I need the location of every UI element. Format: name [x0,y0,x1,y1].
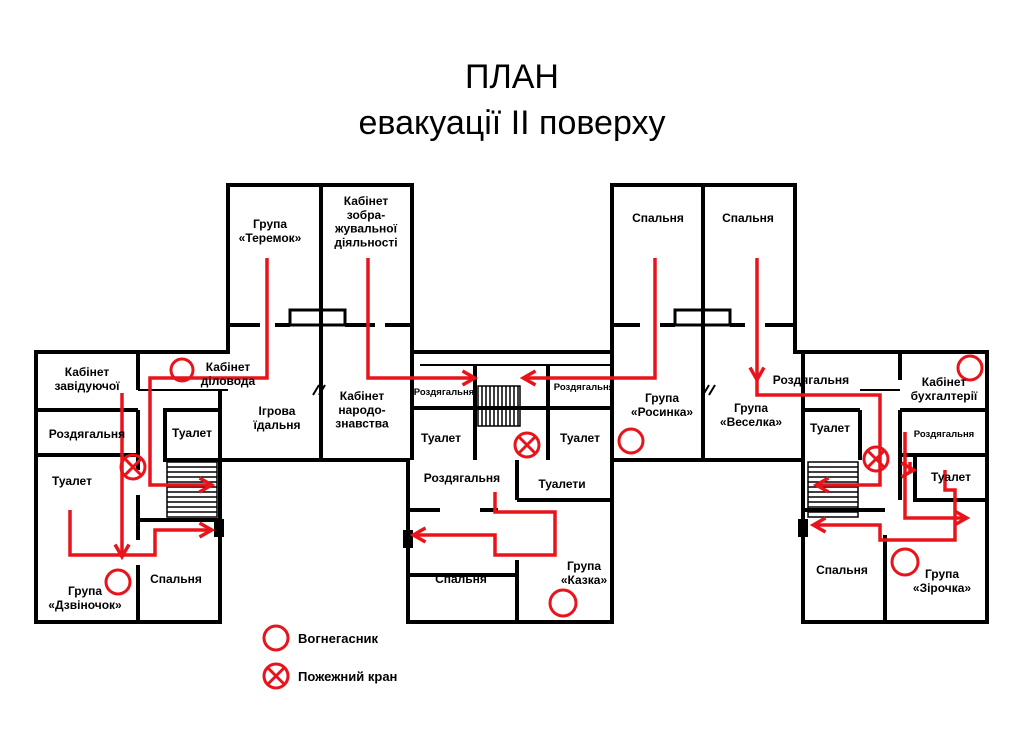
vent-box [673,308,732,327]
room-label-tualet-right-a: Туалет [810,421,850,435]
extinguisher-icon [890,547,920,577]
room-label-dzvinochok: Група«Дзвіночок» [48,584,122,612]
room-label-spalnya-top2: Спальня [722,211,774,225]
room-label-tualety: Туалети [538,477,585,491]
room-label-tualet-left-a: Туалет [172,426,212,440]
stair-flight [477,385,521,427]
extinguisher-icon [169,357,195,383]
extinguisher-icon [617,427,645,455]
evacuation-route [68,510,216,557]
door-mark [708,384,716,396]
exit-door [214,519,224,537]
evacuation-route [409,492,557,557]
door-mark [312,384,320,396]
door-mark [318,384,326,396]
legend-hydrant-label: Пожежний кран [298,669,397,684]
evacuation-route [366,258,479,387]
plan-title: ПЛАН [465,58,559,96]
exit-door [798,519,808,537]
evacuation-route [148,258,269,494]
legend-extinguisher-icon [262,624,290,652]
room-label-tualet-left-b: Туалет [52,474,92,488]
room-label-tualet-center-left: Туалет [421,431,461,445]
room-label-rozdyag-right-top: Роздягальня [773,373,849,387]
room-label-teremok: Група«Теремок» [239,217,302,245]
extinguisher-icon [548,588,578,618]
room-label-rozdyag-center-right: Роздягальня [554,382,614,393]
building-walls [34,183,989,624]
room-label-spalnya-right: Спальня [816,563,868,577]
extinguisher-icon [956,354,984,382]
room-label-rozdyagalnya-left: Роздягальня [49,427,125,441]
room-label-spalnya-top1: Спальня [632,211,684,225]
extinguisher-icon [104,568,132,596]
evacuation-route [755,380,882,494]
room-label-rozdyag-right-small: Роздягальня [914,429,974,440]
stair-flight [166,461,218,518]
room-label-rozdyag-center-left: Роздягальня [414,387,474,398]
room-label-spalnya-left: Спальня [150,572,202,586]
door-mark [702,384,710,396]
stair-flight [807,461,859,518]
legend-hydrant-icon [262,662,290,690]
evacuation-route [809,470,957,542]
toilet-box [163,408,222,462]
room-label-tualet-right-b: Туалет [931,470,971,484]
fire-hydrant-icon [862,445,890,473]
room-label-veselka: Група«Веселка» [720,401,783,429]
room-label-kazka: Група«Казка» [561,559,608,587]
room-label-rosynka: Група«Росинка» [631,391,694,419]
fire-hydrant-icon [119,453,147,481]
room-label-rozdyag-bottom: Роздягальня [424,471,500,485]
legend-extinguisher-label: Вогнегасник [298,631,379,646]
fire-hydrant-icon [513,431,541,459]
room-label-tualet-center-right: Туалет [560,431,600,445]
evacuation-route [903,432,971,527]
plan-subtitle: евакуації ІІ поверху [358,104,666,142]
room-label-zirochka: Група«Зірочка» [913,567,972,595]
evacuation-route [519,258,657,387]
room-label-spalnya-center: Спальня [435,572,487,586]
evacuation-route [900,461,918,479]
exit-door [403,530,413,548]
vent-box [288,308,347,327]
